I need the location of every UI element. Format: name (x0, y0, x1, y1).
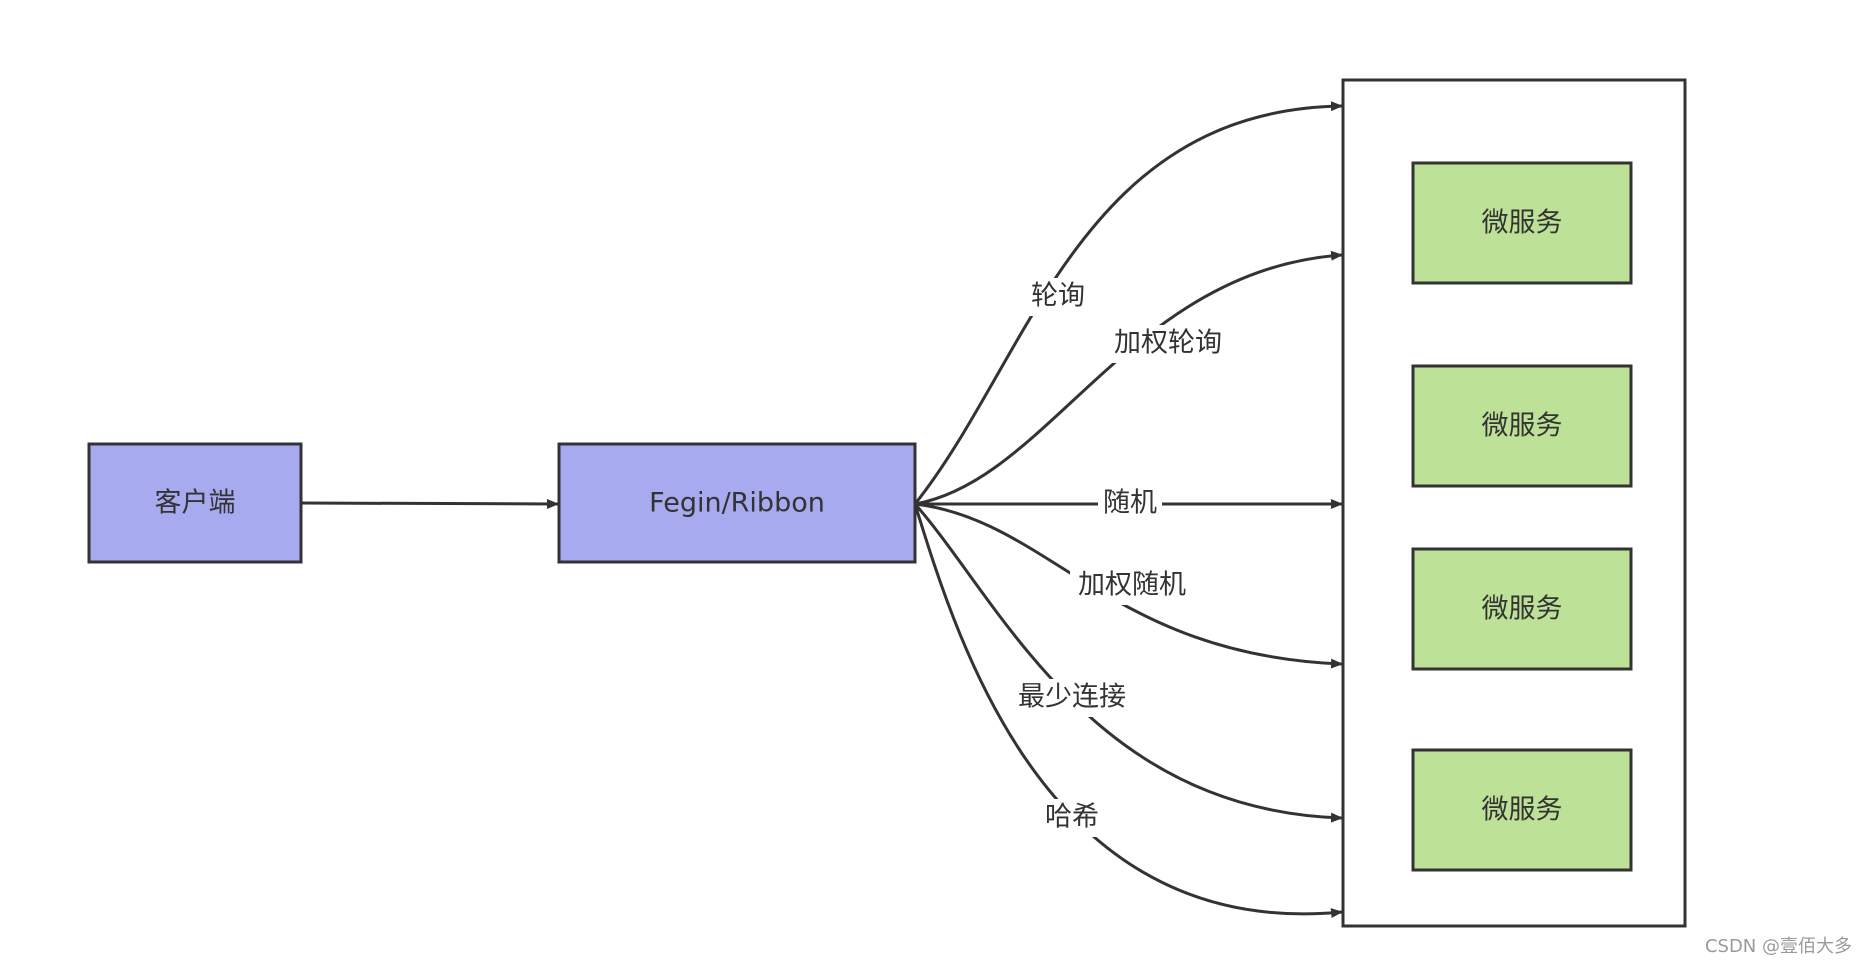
svg-text:哈希: 哈希 (1045, 802, 1099, 833)
service-node: 微服务 (1411, 364, 1633, 488)
least-connections-edge-label: 最少连接 (1010, 679, 1134, 717)
service-node: 微服务 (1411, 547, 1633, 671)
least-connections-edge (913, 503, 1343, 823)
round-robin-edge-label: 轮询 (1026, 278, 1090, 316)
balancer-node: Fegin/Ribbon (557, 442, 917, 564)
balancer-label: Fegin/Ribbon (649, 488, 825, 519)
service-node: 微服务 (1411, 748, 1633, 872)
weighted-random-edge-label: 加权随机 (1070, 567, 1194, 605)
client-label: 客户端 (155, 488, 236, 519)
client-to-balancer-edge (300, 498, 559, 509)
weighted-round-robin-edge (914, 250, 1343, 506)
weighted-round-robin-edge-label: 加权轮询 (1106, 325, 1230, 363)
service-label: 微服务 (1482, 411, 1563, 442)
svg-text:最少连接: 最少连接 (1018, 682, 1126, 713)
random-edge-label: 随机 (1098, 485, 1162, 523)
round-robin-edge (913, 101, 1343, 505)
hash-edge-label: 哈希 (1040, 799, 1104, 837)
service-label: 微服务 (1482, 208, 1563, 239)
svg-text:加权随机: 加权随机 (1078, 570, 1186, 601)
service-node: 微服务 (1411, 161, 1633, 285)
svg-text:随机: 随机 (1103, 488, 1157, 519)
svg-text:轮询: 轮询 (1031, 281, 1085, 312)
hash-edge (913, 503, 1343, 919)
svg-text:加权轮询: 加权轮询 (1114, 328, 1222, 359)
service-label: 微服务 (1482, 795, 1563, 826)
client-node: 客户端 (87, 442, 303, 564)
watermark: CSDN @壹佰大多 (1704, 936, 1852, 957)
service-label: 微服务 (1482, 594, 1563, 625)
